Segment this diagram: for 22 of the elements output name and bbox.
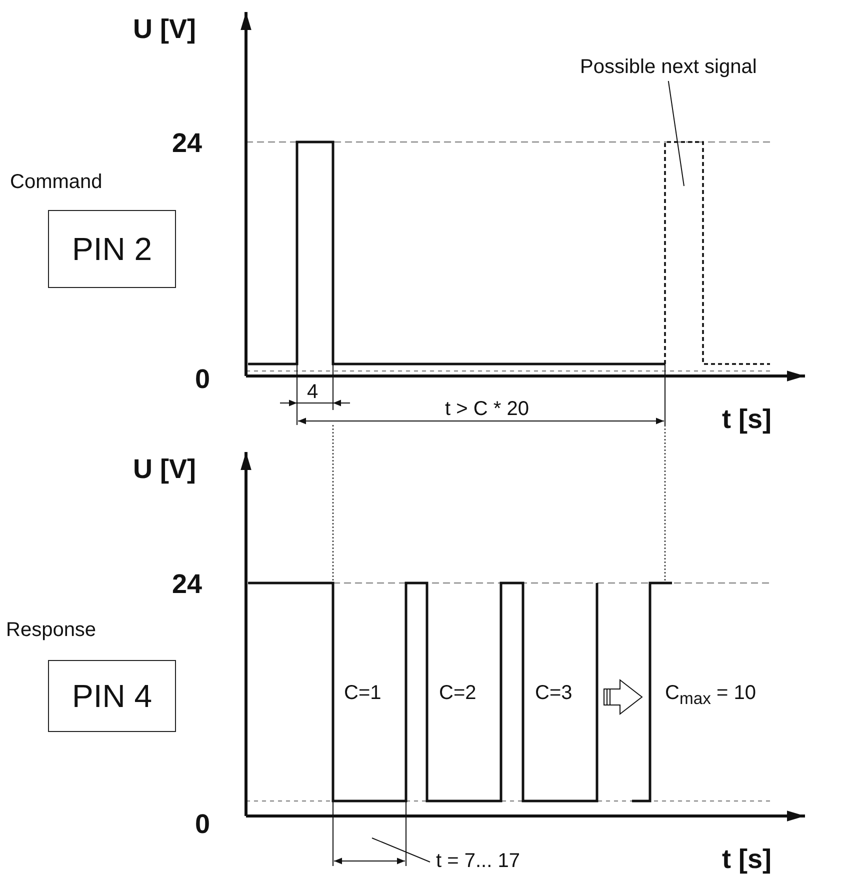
tick-label: 24 — [172, 130, 202, 157]
leader-line — [668, 80, 684, 186]
tick-label: 0 — [195, 366, 210, 393]
axis-label: U [V] — [133, 16, 196, 43]
leader-line — [372, 838, 430, 862]
tick-label: 24 — [172, 571, 202, 598]
callout-text: Possible next signal — [580, 57, 757, 77]
axis-label: U [V] — [133, 456, 196, 483]
axis-label: t [s] — [722, 406, 772, 433]
callout-text: t = 7... 17 — [436, 851, 520, 871]
pin-label-box: PIN 4 — [48, 660, 176, 732]
counter-label: C=2 — [439, 683, 476, 703]
signal-caption: Response — [6, 620, 96, 640]
axis-label: t [s] — [722, 846, 772, 873]
dimension-label: 4 — [307, 382, 318, 402]
tick-label: 0 — [195, 811, 210, 838]
signal-caption: Command — [10, 172, 102, 192]
counter-label: C=1 — [344, 683, 382, 703]
pin-label-box: PIN 2 — [48, 210, 176, 288]
counter-label: C$_{max}$ = 10 — [665, 683, 756, 708]
dimension-label: t > C * 20 — [445, 399, 529, 419]
counter-label: C=3 — [535, 683, 572, 703]
